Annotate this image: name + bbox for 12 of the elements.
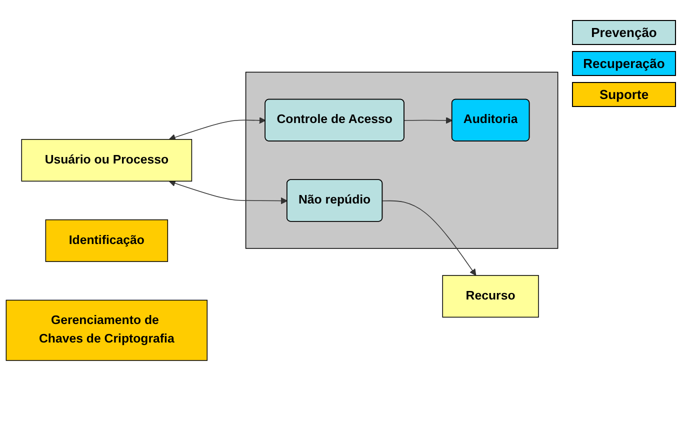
arrow xyxy=(404,116,453,124)
node-box: Recurso xyxy=(442,274,539,318)
arrow xyxy=(382,200,476,276)
node-box: Gerenciamento de Chaves de Criptografia xyxy=(6,299,208,361)
legend-item: Recuperação xyxy=(572,51,676,76)
node-box: Identificação xyxy=(45,219,168,262)
legend-item: Suporte xyxy=(572,82,676,107)
legend-item: Prevenção xyxy=(572,20,676,45)
arrow xyxy=(168,116,266,140)
arrow xyxy=(168,180,288,204)
cluster xyxy=(245,71,558,248)
node-box: Usuário ou Processo xyxy=(21,138,192,182)
